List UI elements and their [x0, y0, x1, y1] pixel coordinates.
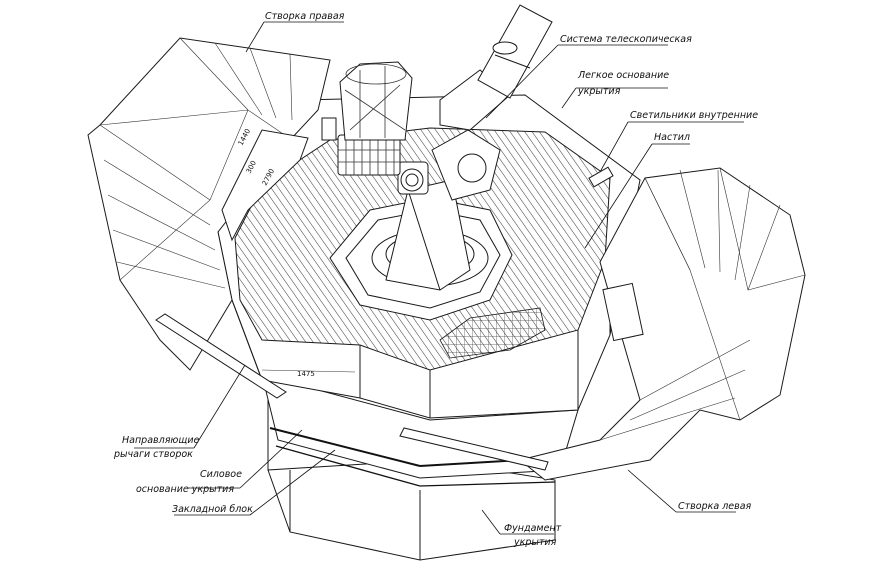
auxiliary-telescope [321, 61, 413, 176]
dimension-1475: 1475 [297, 370, 315, 378]
left-shutter [518, 167, 806, 481]
guide-lever-left [155, 313, 287, 399]
label-foundation-1: Фундамент [504, 523, 562, 534]
label-guide-levers-2: рычаги створок [113, 449, 193, 460]
label-right-shutter: Створка правая [265, 11, 345, 22]
label-guide-levers-1: Направляющие [122, 435, 200, 446]
label-light-base-1: Легкое основание [577, 70, 669, 81]
label-foundation-2: укрытия [513, 537, 557, 548]
label-power-base-1: Силовое [200, 469, 242, 480]
label-telescope-system: Система телескопическая [560, 34, 692, 45]
leader-lines [134, 21, 744, 535]
guide-lever-right [399, 427, 549, 471]
internal-light [588, 166, 614, 188]
label-light-base-2: укрытия [577, 86, 621, 97]
label-left-shutter: Створка левая [678, 501, 752, 512]
label-internal-lights: Светильники внутренние [630, 110, 758, 121]
label-embedded-block: Закладной блок [172, 504, 253, 515]
right-shutter [87, 37, 331, 371]
labels: Створка правая Система телескопическая Л… [113, 11, 758, 548]
label-power-base-2: основание укрытия [136, 484, 234, 495]
telescope-pier [371, 4, 553, 291]
label-deck: Настил [654, 132, 690, 143]
